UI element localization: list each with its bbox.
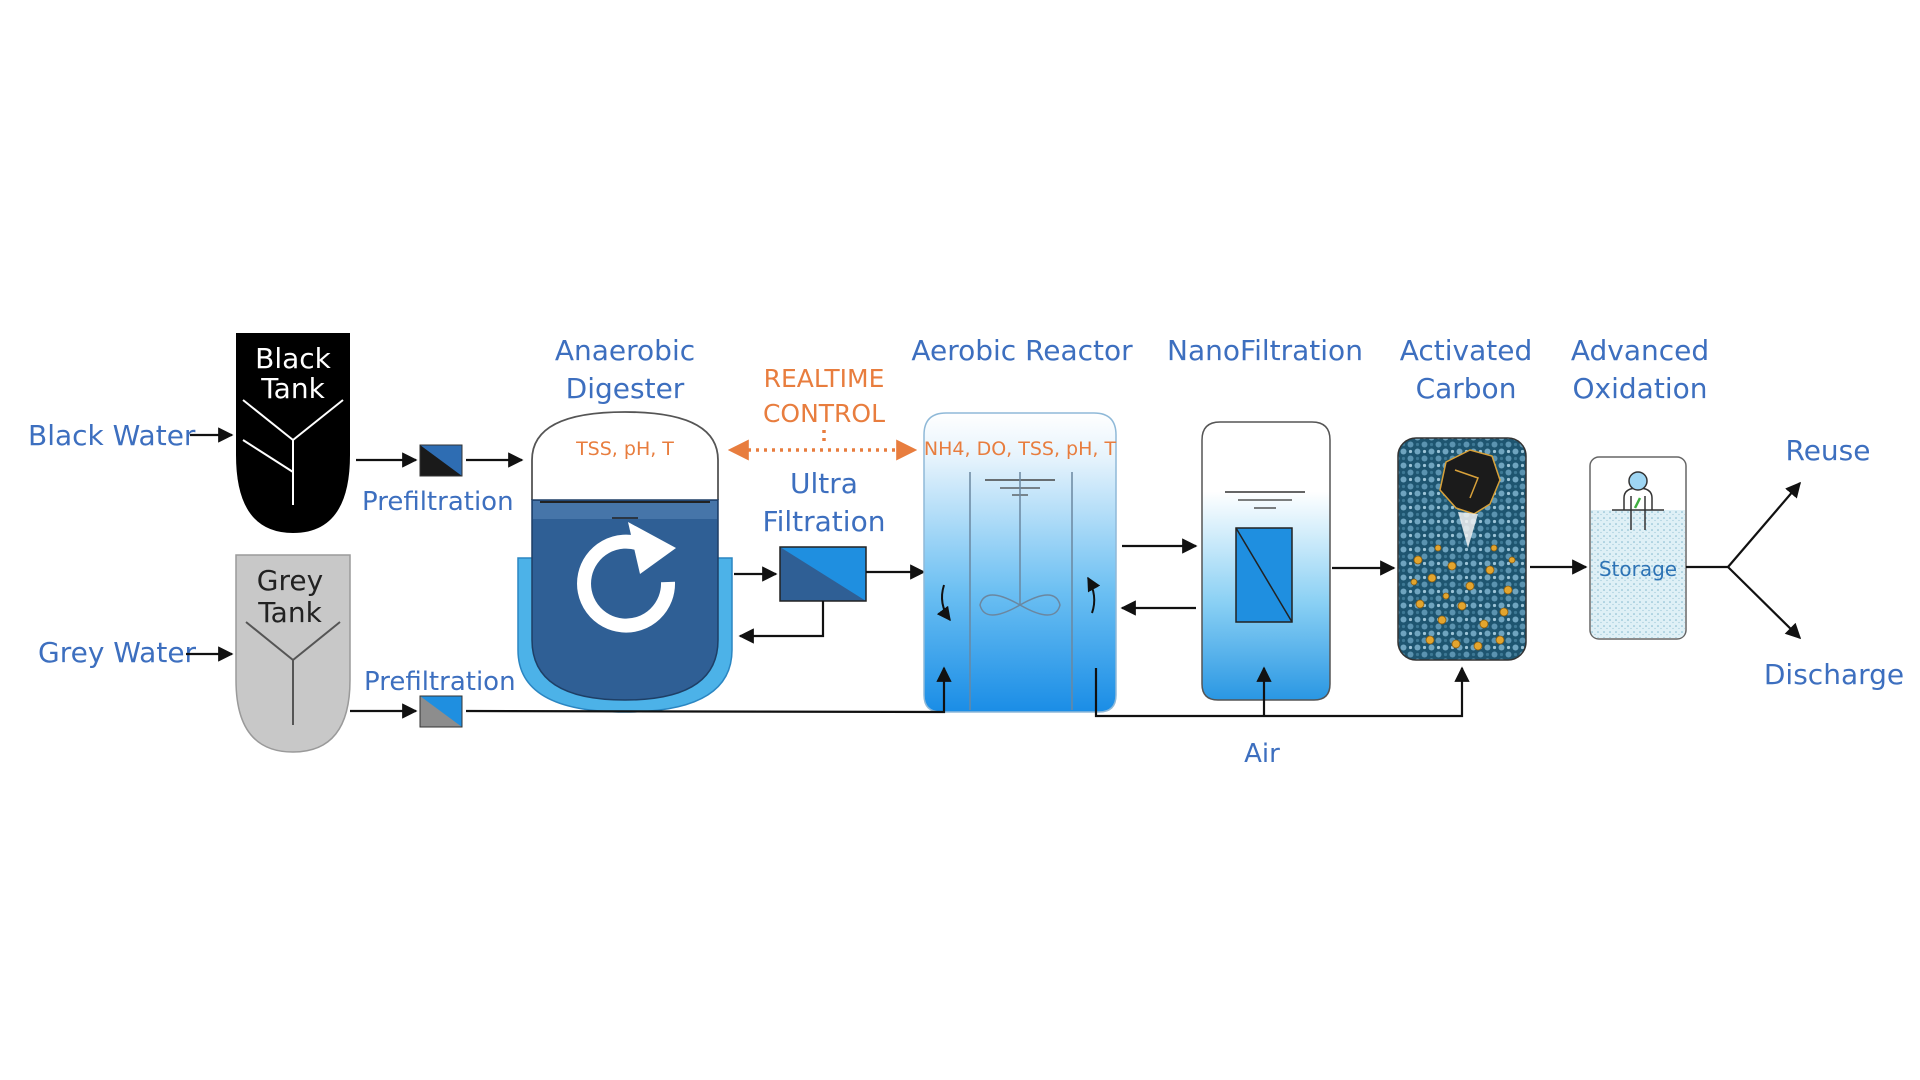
prefilter-top-icon: [419, 444, 463, 477]
activated-carbon-label-2: Carbon: [1416, 372, 1517, 405]
air-to-carbon-line: [1094, 666, 1470, 718]
anaerobic-digester: TSS, pH, T: [517, 411, 733, 713]
aerobic-reactor-title: Aerobic Reactor: [911, 334, 1133, 367]
grey-tank-label-1: Grey: [257, 564, 323, 597]
aerobic-sensor-label: NH4, DO, TSS, pH, T: [924, 438, 1117, 460]
prefiltration-bottom-label: Prefiltration: [364, 667, 516, 697]
realtime-control-label-1: REALTIME: [764, 364, 885, 393]
grey-tank: Grey Tank: [235, 554, 351, 753]
black-tank-label-2: Tank: [260, 372, 325, 405]
reuse-arrow: [1727, 481, 1802, 568]
activated-carbon-filter: [1397, 437, 1527, 661]
ultrafiltration-module: [779, 546, 867, 602]
black-tank: Black Tank: [236, 333, 350, 533]
uf-recycle-arrow: [738, 601, 825, 644]
nanofiltration-tank: [1201, 421, 1331, 701]
prefiltration-top-label: Prefiltration: [362, 487, 514, 517]
advanced-oxidation-label-1: Advanced: [1571, 334, 1709, 367]
grey-to-aerobic-line: [465, 666, 952, 714]
nanofiltration-label: NanoFiltration: [1167, 334, 1363, 367]
prefilter-bottom-icon: [419, 695, 463, 728]
anaerobic-label-2: Digester: [566, 372, 685, 405]
discharge-label: Discharge: [1764, 658, 1904, 691]
ultrafiltration-label-1: Ultra: [790, 467, 858, 500]
black-tank-label-1: Black: [255, 342, 332, 375]
storage-label: Storage: [1599, 557, 1677, 581]
advanced-oxidation-label-2: Oxidation: [1573, 372, 1708, 405]
reuse-label: Reuse: [1786, 434, 1871, 467]
air-label: Air: [1244, 739, 1280, 769]
grey-water-label: Grey Water: [38, 636, 197, 669]
activated-carbon-label-1: Activated: [1400, 334, 1533, 367]
aerobic-reactor: NH4, DO, TSS, pH, T: [923, 412, 1117, 713]
realtime-control-label-2: CONTROL: [763, 399, 885, 428]
grey-tank-label-2: Tank: [257, 596, 322, 629]
advanced-oxidation-storage: Storage: [1589, 456, 1687, 640]
anaerobic-sensor-label: TSS, pH, T: [575, 438, 674, 460]
black-water-label: Black Water: [28, 419, 196, 452]
discharge-arrow: [1727, 566, 1802, 640]
ultrafiltration-label-2: Filtration: [763, 505, 886, 538]
anaerobic-label-1: Anaerobic: [555, 334, 695, 367]
